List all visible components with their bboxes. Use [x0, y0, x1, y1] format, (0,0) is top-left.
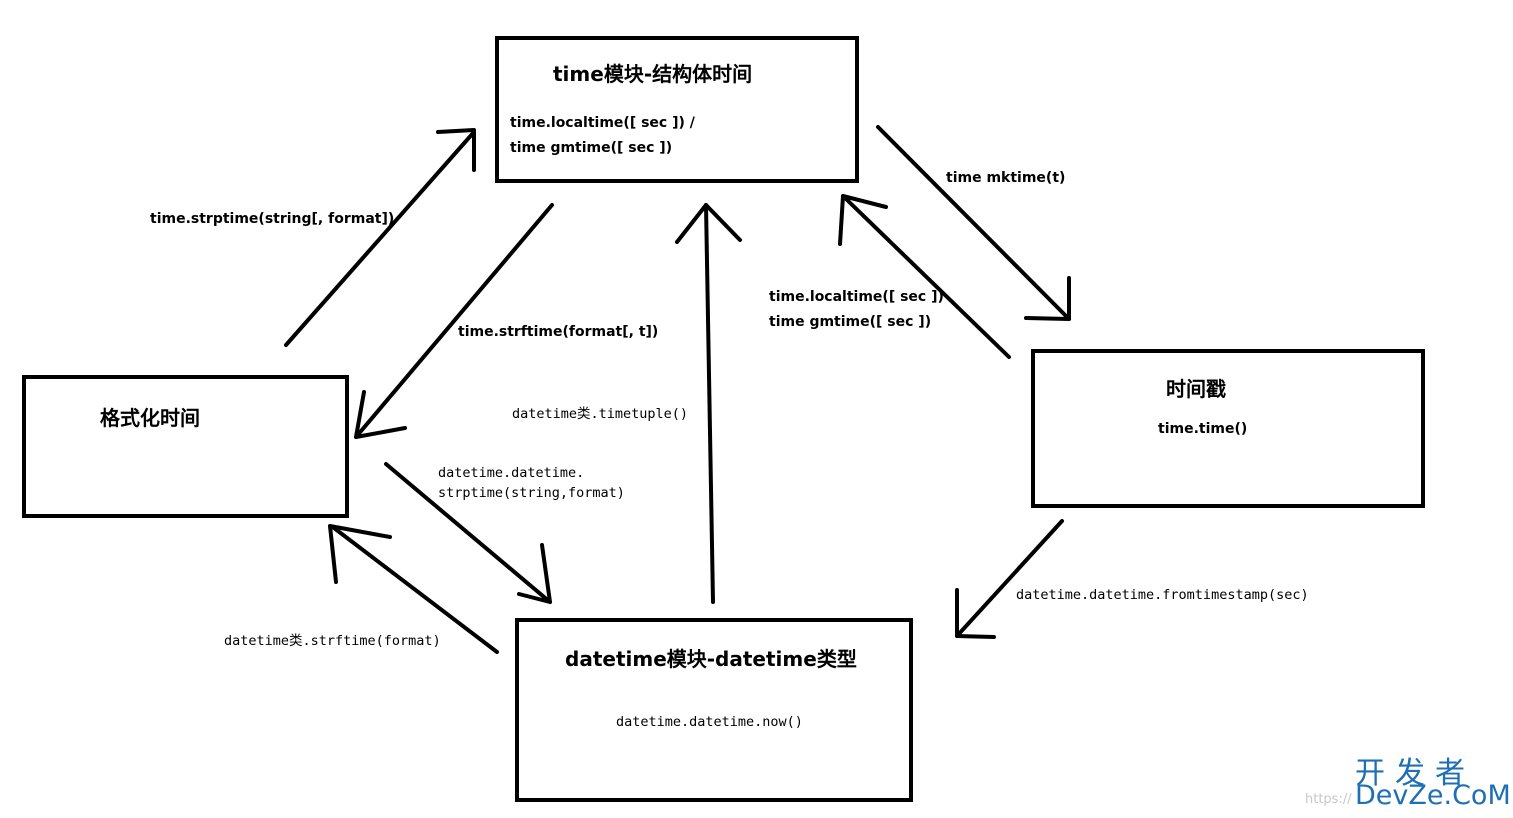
datetime-line-1: datetime.datetime.now(): [616, 714, 803, 730]
label-dt-strptime-2: strptime(string,format): [438, 485, 625, 501]
label-dt-strftime: datetime类.strftime(format): [224, 633, 441, 649]
formatted-time-title: 格式化时间: [100, 406, 200, 430]
datetime-title: datetime模块-datetime类型: [565, 647, 857, 671]
struct-time-line-2: time gmtime([ sec ]): [510, 140, 673, 156]
timestamp-title: 时间戳: [1166, 377, 1226, 401]
timestamp-box: [1031, 349, 1425, 508]
label-strftime: time.strftime(format[, t]): [458, 324, 659, 340]
watermark-logo-en: DevZe.CoM: [1355, 780, 1511, 811]
datetime-box: [515, 618, 913, 802]
struct-time-title: time模块-结构体时间: [553, 62, 753, 86]
arrow-dt-strptime: [384, 462, 552, 604]
label-strptime: time.strptime(string[, format]): [150, 211, 395, 227]
label-timetuple: datetime类.timetuple(): [512, 406, 689, 422]
arrow-strftime: [354, 203, 554, 439]
label-localtime-1: time.localtime([ sec ]): [769, 289, 944, 305]
arrow-mktime: [876, 125, 1071, 321]
arrow-localtime: [838, 194, 1011, 359]
timestamp-line-1: time.time(): [1158, 421, 1248, 437]
struct-time-box: [495, 36, 859, 183]
formatted-time-box: [22, 375, 349, 518]
label-localtime-2: time gmtime([ sec ]): [769, 314, 932, 330]
label-dt-strptime-1: datetime.datetime.: [438, 465, 585, 481]
arrow-dt-strftime: [328, 524, 499, 654]
label-fromtimestamp: datetime.datetime.fromtimestamp(sec): [1016, 587, 1309, 603]
watermark-logo-cn: 开发者: [1355, 756, 1475, 791]
label-mktime: time mktime(t): [946, 170, 1066, 186]
arrow-timetuple: [675, 203, 742, 604]
watermark-url: https://: [1305, 792, 1352, 807]
struct-time-line-1: time.localtime([ sec ]) /: [510, 115, 695, 131]
arrow-strptime: [284, 128, 476, 347]
arrow-fromtimestamp: [955, 519, 1064, 639]
